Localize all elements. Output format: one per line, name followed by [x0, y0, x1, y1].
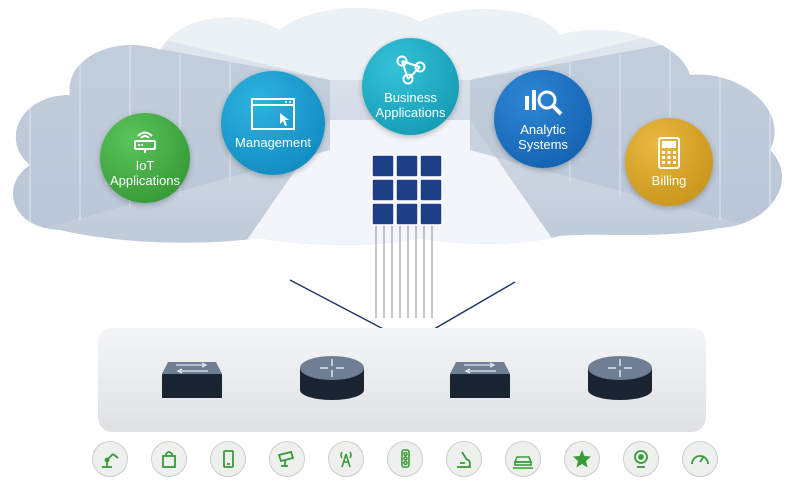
- traffic-light-icon: [387, 441, 423, 477]
- smartphone-icon: [210, 441, 246, 477]
- robot-arm-icon: [92, 441, 128, 477]
- police-badge-icon: [564, 441, 600, 477]
- window-cursor-icon: [251, 97, 295, 130]
- cell-tower-icon: [328, 441, 364, 477]
- iot-applications-label: IoT Applications: [109, 158, 181, 188]
- switch-icon: [450, 362, 510, 398]
- business-applications-label: Business Applications: [375, 89, 446, 120]
- analytic-systems-label: Analytic Systems: [518, 122, 568, 152]
- webcam-icon: [623, 441, 659, 477]
- router-icon: [588, 356, 652, 400]
- speedometer-icon: [682, 441, 718, 477]
- iot-applications-circle: IoT Applications: [100, 113, 190, 203]
- network-panel: [98, 328, 706, 432]
- management-circle: Management: [221, 71, 325, 175]
- management-label: Management: [235, 134, 311, 150]
- api-grid: [371, 154, 443, 226]
- analytic-systems-circle: Analytic Systems: [494, 70, 592, 168]
- switch-icon: [162, 362, 222, 398]
- billing-circle: Billing: [625, 118, 713, 206]
- calculator-icon: [658, 136, 680, 169]
- connector-wires: [375, 226, 433, 318]
- network-nodes-icon: [396, 55, 425, 84]
- shopping-bag-icon: [151, 441, 187, 477]
- microscope-icon: [446, 441, 482, 477]
- router-icon: [300, 356, 364, 400]
- car-icon: [505, 441, 541, 477]
- endpoint-row: [92, 441, 722, 481]
- iot-router-icon: [134, 131, 156, 153]
- business-applications-circle: Business Applications: [362, 38, 459, 135]
- analytics-magnifier-icon: [525, 90, 563, 116]
- security-camera-icon: [269, 441, 305, 477]
- billing-label: Billing: [651, 172, 687, 188]
